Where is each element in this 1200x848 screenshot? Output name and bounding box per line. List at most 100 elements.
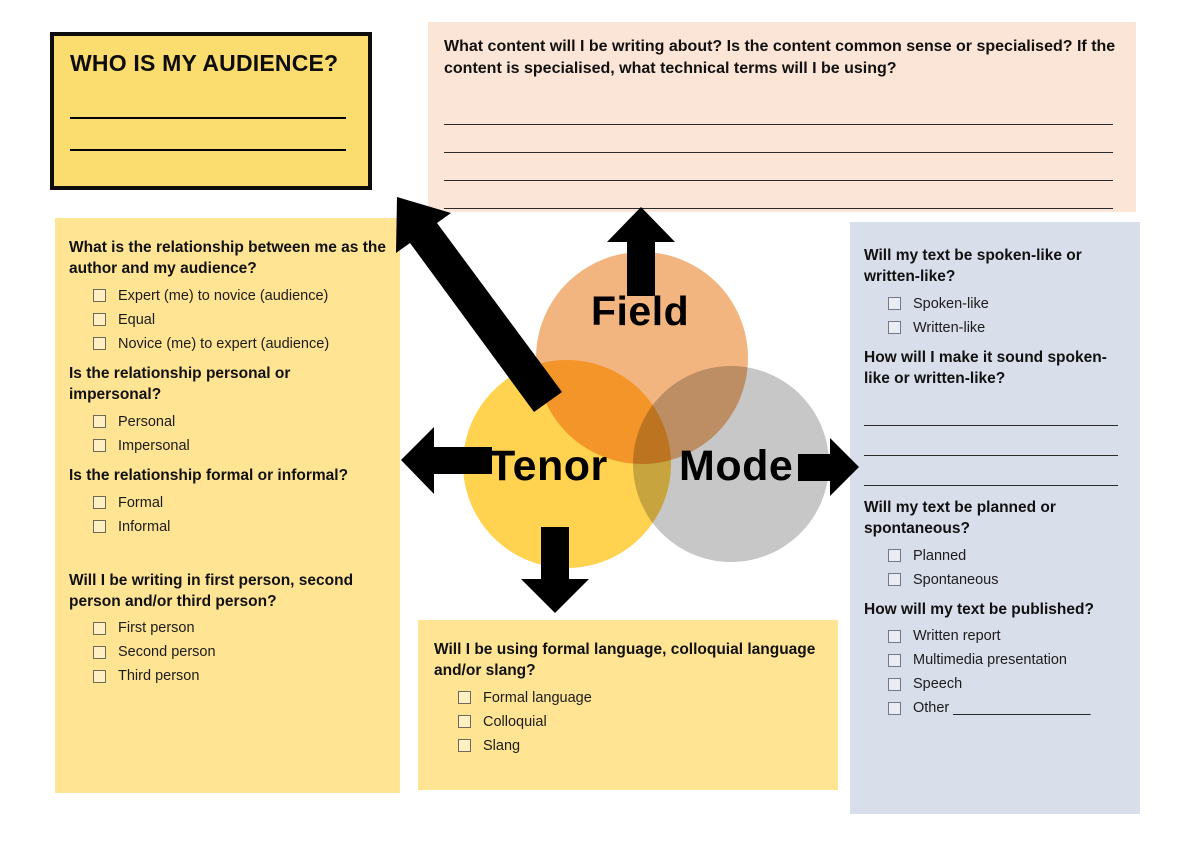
checkbox[interactable] (888, 629, 901, 643)
checkbox-option[interactable]: Written-like (888, 320, 1126, 336)
field-question: What content will I be writing about? Is… (444, 38, 1116, 78)
checkbox[interactable] (93, 439, 106, 453)
checkbox-label: Formal language (483, 689, 592, 706)
question-text: How will my text be published? (864, 600, 1094, 618)
checkbox-option[interactable]: Other _________________ (888, 700, 1126, 716)
tenor-label: Tenor (489, 442, 608, 490)
tenor-question-box: What is the relationship between me as t… (55, 218, 400, 793)
checkbox-option[interactable]: Equal (93, 312, 386, 328)
blank-line[interactable] (864, 396, 1119, 426)
question-text: Is the relationship formal or informal? (69, 466, 349, 484)
checkbox-option[interactable]: Second person (93, 644, 386, 660)
question-section: Is the relationship formal or informal? F… (69, 466, 386, 535)
checkbox-label: Novice (me) to expert (audience) (118, 335, 330, 352)
checkbox[interactable] (93, 289, 106, 303)
field-label: Field (591, 288, 690, 334)
checkbox[interactable] (93, 415, 106, 429)
checkbox-label: Impersonal (118, 437, 190, 454)
blank-line[interactable] (864, 456, 1119, 486)
checkbox[interactable] (93, 337, 106, 351)
checkbox-label: Second person (118, 644, 216, 661)
checkbox[interactable] (888, 549, 901, 563)
checkbox-label: Written-like (913, 319, 986, 336)
checkbox-option[interactable]: Formal (93, 495, 386, 511)
checkbox-option[interactable]: Impersonal (93, 438, 386, 454)
checkbox-option[interactable]: Personal (93, 414, 386, 430)
checkbox-label: Slang (483, 737, 521, 754)
checkbox-option[interactable]: Third person (93, 668, 386, 684)
checkbox[interactable] (458, 715, 471, 729)
blank-line[interactable] (70, 87, 347, 119)
checkbox[interactable] (93, 313, 106, 327)
checkbox-label: Speech (913, 676, 963, 693)
blank-line[interactable] (864, 426, 1119, 456)
checkbox-label: Multimedia presentation (913, 652, 1067, 669)
question-section: What is the relationship between me as t… (69, 238, 386, 352)
checkbox-option[interactable]: First person (93, 620, 386, 636)
question-section: How will my text be published? Written re… (864, 600, 1126, 717)
checkbox-option[interactable]: Spontaneous (888, 572, 1126, 588)
checkbox-option[interactable]: Expert (me) to novice (audience) (93, 288, 386, 304)
checkbox-option[interactable]: Formal language (458, 690, 822, 706)
checkbox-option[interactable]: Novice (me) to expert (audience) (93, 336, 386, 352)
checkbox-option[interactable]: Slang (458, 738, 822, 754)
checkbox-option[interactable]: Speech (888, 676, 1126, 692)
field-circle (536, 252, 748, 464)
question-section: Will I be using formal language, colloqu… (434, 640, 822, 754)
checkbox[interactable] (93, 496, 106, 510)
question-section: How will I make it sound spoken-like or … (864, 348, 1126, 486)
checkbox-label: Colloquial (483, 713, 547, 730)
blank-line[interactable] (444, 97, 1114, 125)
field-question-box: What content will I be writing about? Is… (428, 22, 1136, 212)
checkbox-option[interactable]: Informal (93, 519, 386, 535)
checkbox-label: Spontaneous (913, 571, 999, 588)
question-section: Will I be writing in first person, secon… (69, 571, 386, 685)
question-section: Is the relationship personal or imperson… (69, 364, 386, 454)
checkbox[interactable] (93, 669, 106, 683)
checkbox[interactable] (888, 701, 901, 715)
checkbox[interactable] (888, 573, 901, 587)
checkbox-label: First person (118, 620, 195, 637)
question-text: Will my text be spoken-like or written-l… (864, 247, 1082, 285)
audience-title: WHO IS MY AUDIENCE? (70, 50, 339, 76)
blank-line[interactable] (444, 153, 1114, 181)
checkbox[interactable] (888, 653, 901, 667)
arrow-tenor-left-icon (401, 427, 492, 494)
checkbox[interactable] (458, 739, 471, 753)
checkbox[interactable] (888, 297, 901, 311)
arrow-tenor-down-icon (521, 527, 589, 613)
question-text: Will I be using formal language, colloqu… (434, 641, 816, 679)
checkbox[interactable] (93, 621, 106, 635)
checkbox-label: Formal (118, 494, 164, 511)
checkbox[interactable] (888, 321, 901, 335)
checkbox[interactable] (93, 520, 106, 534)
checkbox-option[interactable]: Multimedia presentation (888, 652, 1126, 668)
question-text: Is the relationship personal or imperson… (69, 364, 291, 403)
arrow-field-up-icon (607, 207, 675, 296)
checkbox-option[interactable]: Written report (888, 628, 1126, 644)
checkbox-label: Third person (118, 668, 200, 685)
blank-line[interactable] (70, 119, 347, 151)
audience-blanks (70, 87, 352, 151)
mode-question-box: Will my text be spoken-like or written-l… (850, 222, 1140, 814)
field-blanks (444, 97, 1120, 209)
checkbox[interactable] (93, 645, 106, 659)
blank-line[interactable] (444, 125, 1114, 153)
question-text: What is the relationship between me as t… (69, 239, 386, 277)
checkbox-option[interactable]: Planned (888, 548, 1126, 564)
question-text: Will my text be planned or spontaneous? (864, 498, 1056, 537)
checkbox-label: Equal (118, 311, 156, 328)
checkbox-label: Expert (me) to novice (audience) (118, 287, 329, 304)
audience-box: WHO IS MY AUDIENCE? (50, 32, 372, 190)
checkbox-option[interactable]: Colloquial (458, 714, 822, 730)
checkbox-label: Planned (913, 547, 967, 564)
checkbox[interactable] (458, 691, 471, 705)
checkbox[interactable] (888, 677, 901, 691)
checkbox-label: Spoken-like (913, 295, 989, 312)
blank-line[interactable] (444, 181, 1114, 209)
question-text: How will I make it sound spoken-like or … (864, 348, 1107, 387)
checkbox-label: Personal (118, 413, 176, 430)
question-section: Will my text be planned or spontaneous? P… (864, 498, 1126, 588)
checkbox-option[interactable]: Spoken-like (888, 296, 1126, 312)
